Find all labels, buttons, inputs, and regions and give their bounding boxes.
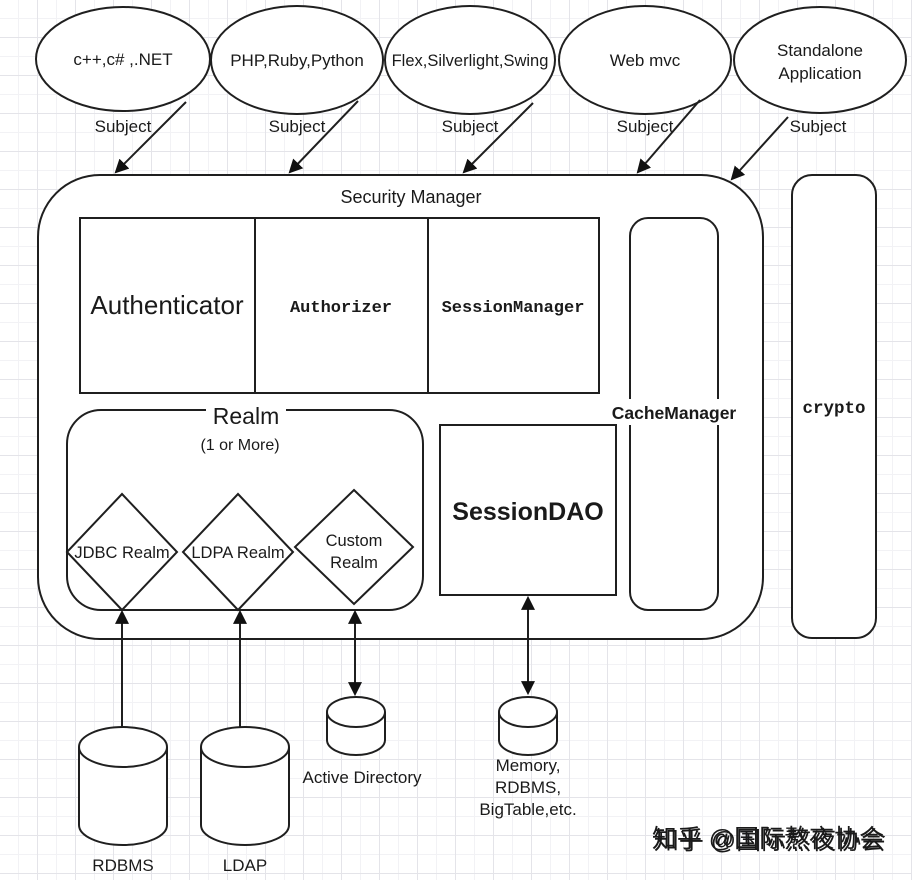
realm-diamond-custom-label-line2: Realm bbox=[330, 554, 378, 572]
realm-diamond-jdbc-label: JDBC Realm bbox=[74, 544, 169, 562]
subject-arrow-5 bbox=[730, 116, 789, 181]
subject-label-2: Subject bbox=[269, 117, 326, 136]
client-label-webmvc: Web mvc bbox=[610, 51, 681, 70]
session-storage-label-line3: BigTable,etc. bbox=[479, 800, 576, 819]
session-storage-label-line2: RDBMS, bbox=[495, 778, 561, 797]
subject-label-4: Subject bbox=[617, 117, 674, 136]
subject-arrow-2 bbox=[288, 100, 359, 174]
active-directory-label: Active Directory bbox=[302, 768, 422, 787]
subject-label-5: Subject bbox=[790, 117, 847, 136]
ldap-label: LDAP bbox=[223, 856, 267, 875]
ldap-cylinder-body bbox=[200, 747, 290, 846]
realm-diamond-ldpa-label: LDPA Realm bbox=[191, 544, 284, 562]
ldap-cylinder-top bbox=[200, 726, 290, 768]
session-storage-cylinder bbox=[498, 696, 558, 756]
session-manager-label: SessionManager bbox=[442, 299, 585, 318]
components-outer-box bbox=[79, 217, 600, 394]
client-label-standalone-line1: Standalone bbox=[777, 41, 863, 60]
authorizer-label: Authorizer bbox=[290, 299, 392, 318]
rdbms-cylinder-top bbox=[78, 726, 168, 768]
session-dao-box bbox=[439, 424, 617, 596]
realm-title: Realm bbox=[213, 403, 279, 429]
subject-arrow-1 bbox=[114, 101, 187, 174]
rdbms-cylinder-body bbox=[78, 747, 168, 846]
realm-group: Realm (1 or More) JDBC Realm LDPA Realm … bbox=[65, 401, 424, 612]
realm-subtitle: (1 or More) bbox=[200, 437, 279, 454]
realm-diamond-custom-label-line1: Custom bbox=[326, 532, 383, 550]
client-ellipse-standalone bbox=[733, 6, 907, 114]
client-label-standalone-line2: Application bbox=[778, 64, 861, 83]
client-ellipse-cpp bbox=[35, 6, 211, 112]
subject-arrow-4 bbox=[636, 99, 701, 174]
watermark-shadow: 知乎 @国际熬夜协会 bbox=[654, 827, 886, 855]
cache-manager-label: CacheManager bbox=[612, 403, 737, 423]
session-storage-label-line1: Memory, bbox=[496, 756, 561, 775]
session-dao-label: SessionDAO bbox=[452, 498, 603, 526]
active-directory-cylinder-top bbox=[326, 696, 386, 728]
client-ellipse-webmvc bbox=[558, 5, 732, 115]
realm-title-bg bbox=[206, 401, 286, 426]
client-label-flex: Flex,Silverlight,Swing bbox=[392, 52, 549, 70]
client-label-cpp: c++,c# ,.NET bbox=[73, 50, 172, 69]
authenticator-label: Authenticator bbox=[90, 290, 244, 320]
active-directory-cylinder bbox=[326, 696, 386, 756]
rdbms-label: RDBMS bbox=[92, 856, 153, 875]
subject-label-1: Subject bbox=[95, 117, 152, 136]
subject-arrows bbox=[114, 99, 789, 181]
client-ellipses: c++,c# ,.NET PHP,Ruby,Python Flex,Silver… bbox=[35, 5, 907, 115]
component-boxes: Authenticator Authorizer SessionManager bbox=[79, 217, 600, 394]
client-label-php: PHP,Ruby,Python bbox=[230, 51, 364, 70]
cache-manager-label-bg bbox=[604, 399, 744, 425]
realm-diamond-custom bbox=[293, 488, 415, 606]
ldap-cylinder bbox=[200, 726, 290, 846]
client-ellipse-php bbox=[210, 5, 384, 115]
crypto-label: crypto bbox=[802, 399, 865, 419]
subject-label-3: Subject bbox=[442, 117, 499, 136]
session-storage-cylinder-top bbox=[498, 696, 558, 728]
watermark: 知乎 @国际熬夜协会 bbox=[652, 825, 884, 853]
security-manager-title: Security Manager bbox=[340, 187, 481, 207]
subject-labels: Subject Subject Subject Subject Subject bbox=[95, 117, 847, 136]
subject-arrow-3 bbox=[462, 102, 534, 174]
rdbms-cylinder bbox=[78, 726, 168, 846]
crypto-box bbox=[791, 174, 877, 639]
client-ellipse-flex bbox=[384, 5, 556, 115]
datastore-connectors bbox=[115, 595, 535, 728]
